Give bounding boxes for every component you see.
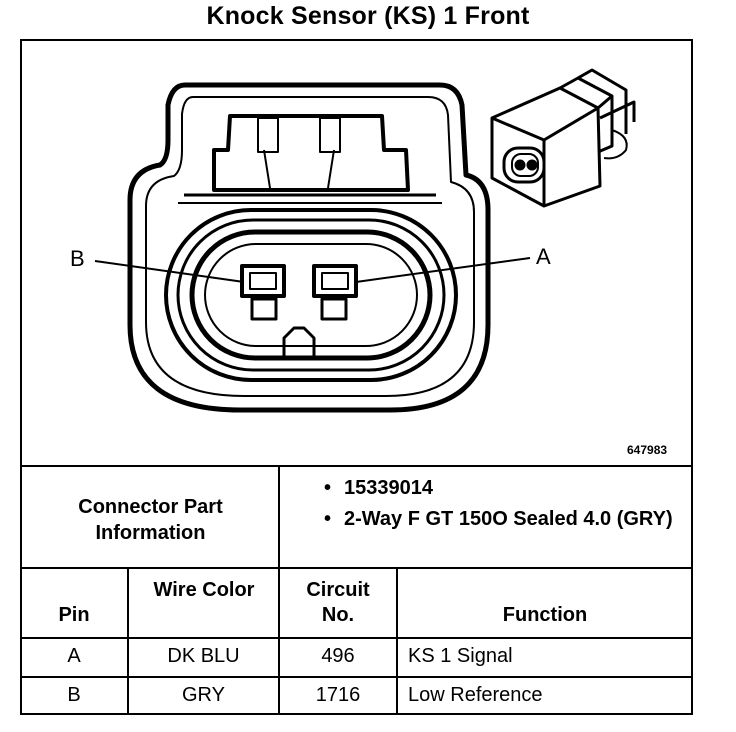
table-grid xyxy=(20,465,693,715)
row-b-function: Low Reference xyxy=(408,684,543,706)
connector-description: 2-Way F GT 150O Sealed 4.0 (GRY) xyxy=(320,507,690,532)
page-title: Knock Sensor (KS) 1 Front xyxy=(206,2,530,30)
pin-b-label: B xyxy=(70,246,85,271)
header-function: Function xyxy=(502,604,588,626)
row-a-function: KS 1 Signal xyxy=(408,645,513,667)
header-circuit-no: Circuit No. xyxy=(306,579,370,626)
row-b-pin: B xyxy=(67,684,81,706)
connector-part-number: 15339014 xyxy=(320,476,690,501)
row-a-pin: A xyxy=(67,645,81,667)
connector-info-label: Connector Part Information xyxy=(78,496,223,544)
connector-face xyxy=(127,82,491,413)
header-pin: Pin xyxy=(58,604,90,626)
pin-leader-lines xyxy=(94,257,531,283)
connector-isometric xyxy=(490,68,636,208)
header-wire-color: Wire Color xyxy=(153,579,255,601)
connector-info-list: 15339014 2-Way F GT 150O Sealed 4.0 (GRY… xyxy=(320,476,690,538)
pin-a-label: A xyxy=(536,244,551,269)
row-a-wire-color: DK BLU xyxy=(167,645,240,667)
figure-id: 647983 xyxy=(627,443,668,457)
diagram-frame xyxy=(20,39,693,715)
row-b-circuit: 1716 xyxy=(315,684,361,706)
row-a-circuit: 496 xyxy=(321,645,355,667)
row-b-wire-color: GRY xyxy=(182,684,225,706)
